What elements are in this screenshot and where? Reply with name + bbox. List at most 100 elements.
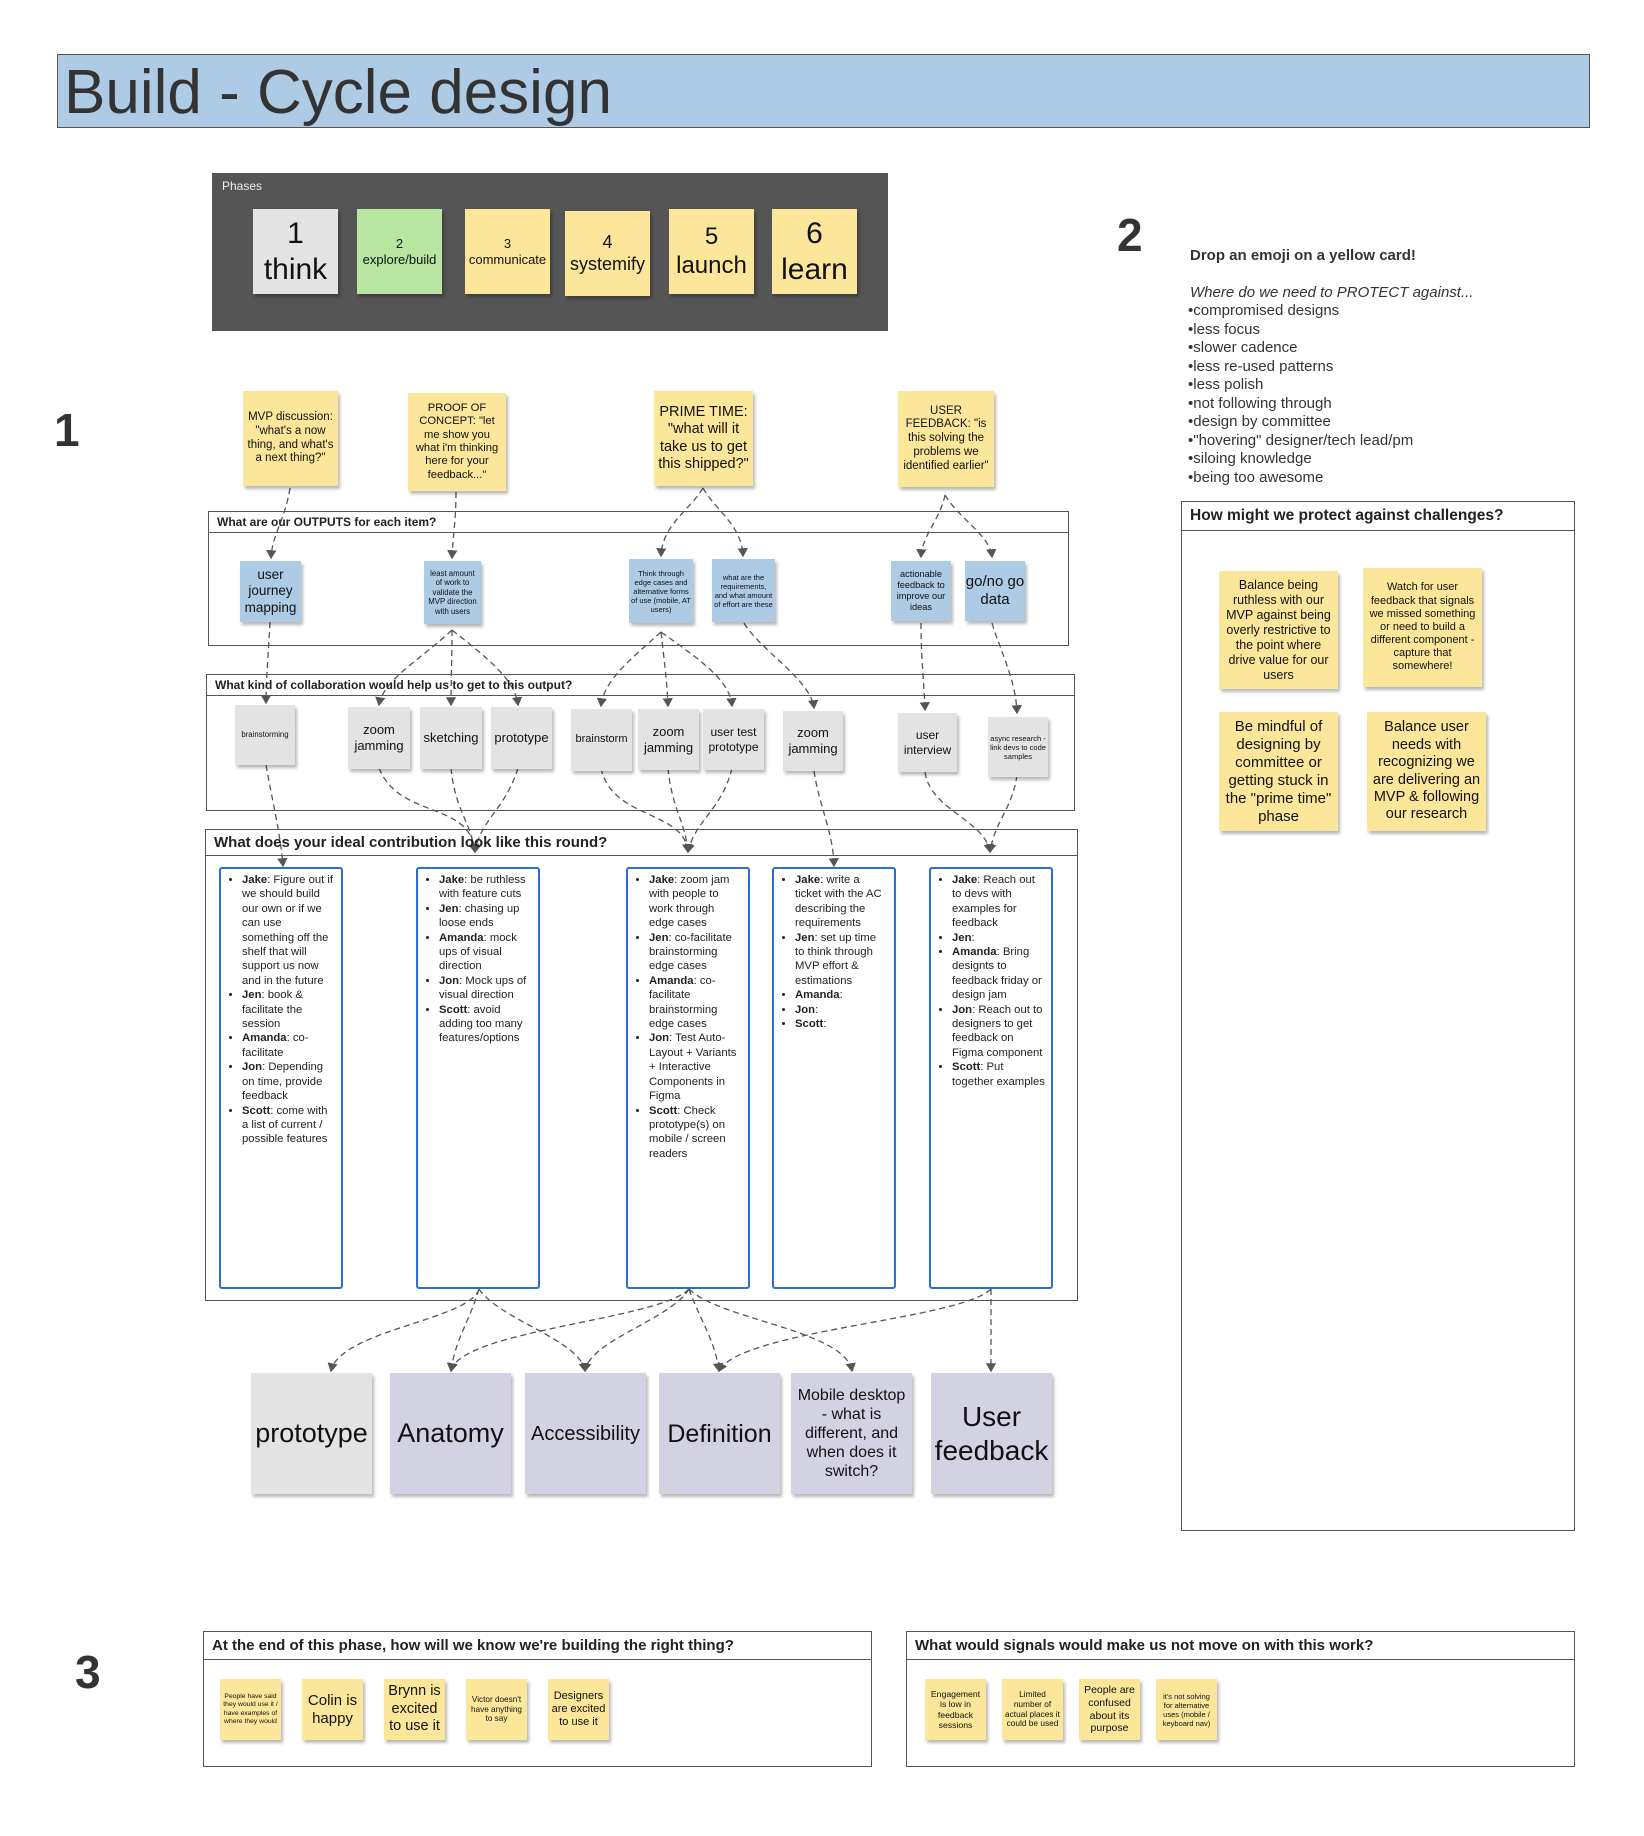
phase-name: systemify [569, 253, 645, 274]
person-name: Amanda [952, 946, 997, 959]
output-card[interactable]: user journey mapping [240, 561, 301, 622]
prompt-card-proof-of-concept[interactable]: PROOF OF CONCEPT: "let me show you what … [408, 393, 506, 491]
challenge-card[interactable]: Balance user needs with recognizing we a… [1367, 712, 1486, 831]
contribution-text: : chasing up loose ends [439, 902, 520, 930]
challenge-card[interactable]: Balance being ruthless with our MVP agai… [1219, 571, 1338, 689]
contribution-item: Scott: Check prototype(s) on mobile / sc… [649, 1104, 742, 1162]
contribution-item: Jake: write a ticket with the AC describ… [795, 873, 888, 931]
phase-card-communicate[interactable]: 3 communicate [465, 209, 550, 294]
contribution-text: : Check prototype(s) on mobile / screen … [649, 1104, 726, 1160]
output-card[interactable]: actionable feedback to improve our ideas [891, 561, 951, 621]
challenges-frame-title: How might we protect against challenges? [1182, 502, 1574, 531]
contribution-text: : Figure out if we should build our own … [242, 874, 334, 987]
signal-card[interactable]: it's not solving for alternative uses (m… [1156, 1679, 1217, 1740]
right-thing-card[interactable]: Brynn is excited to use it [384, 1679, 445, 1740]
prompt-card-user-feedback[interactable]: USER FEEDBACK: "is this solving the prob… [898, 391, 994, 487]
contribution-card[interactable]: Jake: write a ticket with the AC describ… [772, 867, 896, 1289]
result-card-user-feedback[interactable]: User feedback [931, 1373, 1052, 1494]
person-name: Jen [952, 931, 972, 944]
signal-card[interactable]: Limited number of actual places it could… [1002, 1679, 1063, 1740]
result-card-definition[interactable]: Definition [659, 1373, 780, 1494]
contribution-item: Jen: chasing up loose ends [439, 902, 532, 931]
collab-card[interactable]: zoom jamming [638, 709, 699, 770]
contribution-card[interactable]: Jake: Figure out if we should build our … [219, 867, 343, 1289]
protect-item: not following through [1188, 395, 1413, 414]
phases-label: Phases [222, 179, 263, 193]
contribution-text: : come with a list of current / possible… [242, 1104, 328, 1146]
phase-card-learn[interactable]: 6 learn [772, 209, 857, 294]
right-thing-card[interactable]: People have said they would use it / hav… [220, 1679, 281, 1740]
person-name: Jon [242, 1061, 263, 1074]
collab-card[interactable]: user interview [898, 713, 957, 772]
person-name: Scott [649, 1104, 678, 1117]
right-thing-card[interactable]: Designers are excited to use it [548, 1679, 609, 1740]
result-card-accessibility[interactable]: Accessibility [525, 1373, 646, 1494]
contribution-text: : be ruthless with feature cuts [439, 874, 526, 901]
contribution-text: : [839, 989, 843, 1002]
right-thing-card[interactable]: Colin is happy [302, 1679, 363, 1740]
outputs-frame: What are our OUTPUTS for each item? [208, 511, 1069, 646]
person-name: Jen [795, 931, 815, 944]
result-card-prototype[interactable]: prototype [251, 1373, 372, 1494]
contribution-text: : Reach out to devs with examples for fe… [952, 874, 1035, 930]
collab-card[interactable]: async research - link devs to code sampl… [988, 717, 1048, 777]
collab-card[interactable]: user test prototype [703, 709, 764, 770]
person-name: Jake [952, 874, 978, 886]
result-card-mobile-desktop[interactable]: Mobile desktop - what is different, and … [791, 1373, 912, 1494]
phase-card-launch[interactable]: 5 launch [669, 209, 754, 294]
signal-card[interactable]: Engagement is low in feedback sessions [925, 1679, 986, 1740]
phase-name: think [263, 252, 328, 286]
contribution-card[interactable]: Jake: be ruthless with feature cuts Jen:… [416, 867, 540, 1289]
output-card[interactable]: what are the requirements, and what amou… [712, 559, 775, 622]
protect-item: design by committee [1188, 413, 1413, 432]
contribution-card[interactable]: Jake: zoom jam with people to work throu… [626, 867, 750, 1289]
contribution-text: : [815, 1003, 819, 1016]
person-name: Jen [439, 902, 459, 915]
contribution-item: Jake: Reach out to devs with examples fo… [952, 873, 1045, 931]
contribution-text: : [823, 1018, 827, 1031]
contribution-card[interactable]: Jake: Reach out to devs with examples fo… [929, 867, 1053, 1289]
phase-card-think[interactable]: 1 think [253, 209, 338, 294]
output-card[interactable]: go/no go data [965, 561, 1025, 621]
person-name: Jake [795, 874, 821, 886]
prompt-card-mvp[interactable]: MVP discussion: "what's a now thing, and… [243, 391, 338, 486]
contribution-item: Jake: Figure out if we should build our … [242, 873, 335, 988]
collab-card[interactable]: zoom jamming [783, 711, 843, 771]
contribution-text: : avoid adding too many features/options [439, 1003, 523, 1045]
person-name: Amanda [439, 931, 484, 944]
protect-item: "hovering" designer/tech lead/pm [1188, 432, 1413, 451]
output-card[interactable]: Think through edge cases and alternative… [629, 559, 693, 623]
result-card-anatomy[interactable]: Anatomy [390, 1373, 511, 1494]
contribution-item: Amanda: co-facilitate [242, 1031, 335, 1060]
contribution-frame: What does your ideal contribution look l… [205, 829, 1078, 1301]
outputs-frame-title: What are our OUTPUTS for each item? [209, 512, 1068, 533]
collab-card[interactable]: sketching [420, 707, 482, 769]
protect-item: less focus [1188, 321, 1413, 340]
challenge-card[interactable]: Watch for user feedback that signals we … [1363, 568, 1482, 687]
collab-card[interactable]: zoom jamming [348, 707, 410, 769]
phase-name: learn [781, 252, 848, 286]
phase-name: launch [676, 251, 747, 279]
collab-card[interactable]: brainstorming [235, 705, 295, 765]
phase-number: 4 [602, 231, 613, 252]
contribution-item: Scott: avoid adding too many features/op… [439, 1003, 532, 1046]
signal-card[interactable]: People are confused about its purpose [1079, 1679, 1140, 1740]
emoji-instruction: Drop an emoji on a yellow card! [1190, 247, 1416, 264]
collaboration-frame: What kind of collaboration would help us… [206, 674, 1075, 811]
prompt-card-prime-time[interactable]: PRIME TIME: "what will it take us to get… [654, 391, 753, 486]
contribution-item: Jen: co-facilitate brainstorming edge ca… [649, 931, 742, 974]
output-card[interactable]: least amount of work to validate the MVP… [424, 561, 481, 624]
phase-card-explore[interactable]: 2 explore/build [357, 209, 442, 294]
person-name: Jen [242, 989, 262, 1002]
person-name: Amanda [242, 1032, 287, 1045]
contribution-text: : Bring designts to feedback friday or d… [952, 946, 1042, 1002]
collab-card[interactable]: brainstorm [571, 709, 632, 771]
phase-card-systemify[interactable]: 4 systemify [565, 211, 650, 296]
challenge-card[interactable]: Be mindful of designing by committee or … [1219, 712, 1338, 831]
right-thing-card[interactable]: Victor doesn't have anything to say [466, 1679, 527, 1740]
protect-subheading: Where do we need to PROTECT against... [1190, 284, 1474, 301]
contribution-item: Scott: come with a list of current / pos… [242, 1104, 335, 1147]
collab-card[interactable]: prototype [491, 707, 552, 769]
contribution-text: : set up time to think through MVP effor… [795, 931, 877, 987]
contribution-text: : Reach out to designers to get feedback… [952, 1003, 1043, 1059]
